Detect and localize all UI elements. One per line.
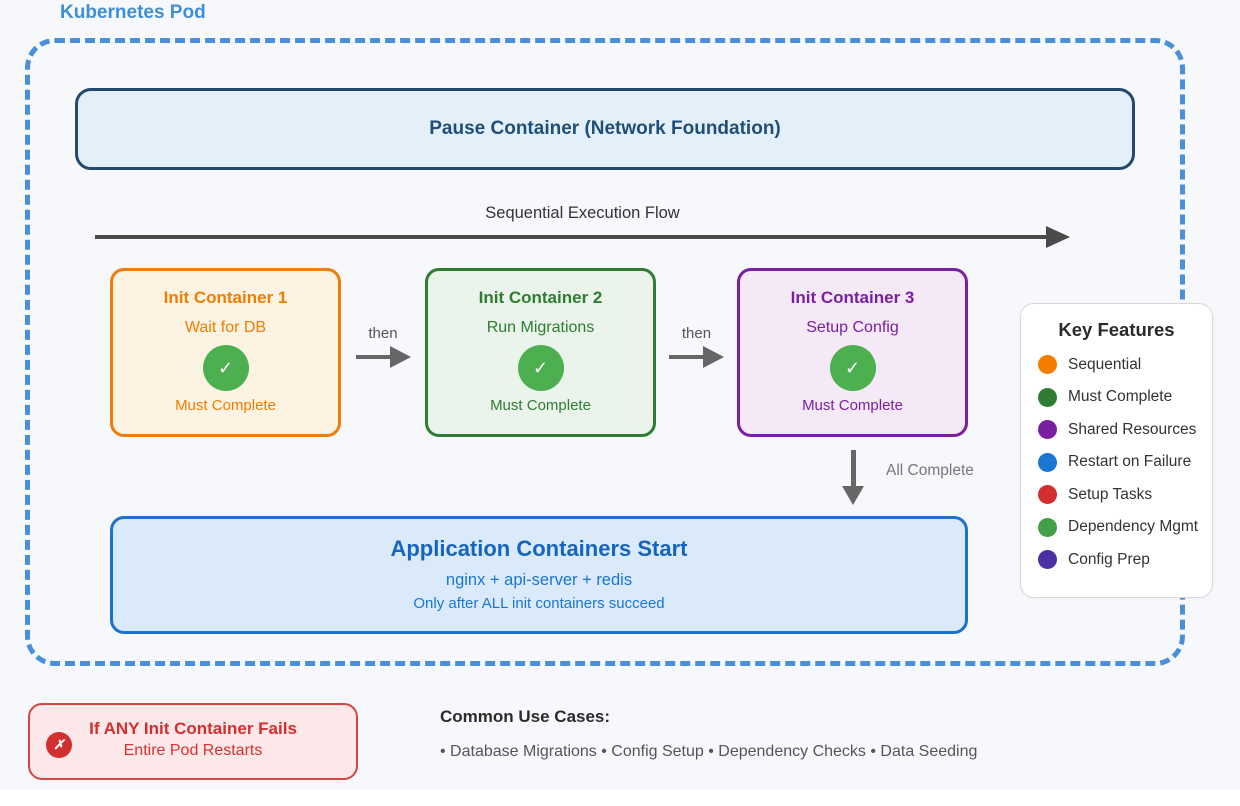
- legend-dot-icon: [1038, 485, 1057, 504]
- check-icon: ✓: [829, 345, 876, 391]
- init-container-3-box: Init Container 3 Setup Config ✓ Must Com…: [737, 268, 968, 437]
- legend-item: Dependency Mgmt: [1038, 517, 1212, 537]
- use-cases-list: • Database Migrations • Config Setup • D…: [440, 743, 978, 760]
- init-container-1-box: Init Container 1 Wait for DB ✓ Must Comp…: [110, 268, 341, 437]
- init-container-1-task: Wait for DB: [184, 319, 267, 336]
- legend-dot-icon: [1038, 355, 1057, 374]
- then-arrow-icon: [341, 346, 425, 368]
- arrow-line: [95, 235, 1046, 239]
- init-container-3-task: Setup Config: [806, 319, 899, 336]
- legend-item: Restart on Failure: [1038, 452, 1212, 472]
- common-use-cases: Common Use Cases: • Database Migrations …: [440, 707, 977, 761]
- legend-item-label: Dependency Mgmt: [1068, 518, 1199, 535]
- failure-subtitle: Entire Pod Restarts: [123, 742, 263, 759]
- check-icon: ✓: [517, 345, 564, 391]
- sequential-flow-arrow: [95, 226, 1070, 248]
- then-arrow-icon: [656, 346, 737, 368]
- init-container-3-title: Init Container 3: [790, 288, 915, 307]
- application-containers-title: Application Containers Start: [390, 536, 688, 561]
- then-label: then: [681, 325, 712, 342]
- key-features-legend: Key Features Sequential Must Complete Sh…: [1020, 303, 1213, 598]
- application-containers-note: Only after ALL init containers succeed: [413, 595, 665, 612]
- legend-item-label: Setup Tasks: [1068, 485, 1153, 503]
- legend-dot-icon: [1038, 550, 1057, 569]
- legend-dot-icon: [1038, 387, 1057, 407]
- pause-container-label: Pause Container (Network Foundation): [429, 118, 781, 139]
- application-containers-subtitle: nginx + api-server + redis: [445, 571, 633, 589]
- legend-item: Shared Resources: [1038, 420, 1212, 439]
- use-cases-title: Common Use Cases:: [440, 707, 611, 726]
- then-connector-2: then: [656, 325, 737, 368]
- init-container-3-status: Must Complete: [802, 397, 903, 414]
- check-icon: ✓: [202, 345, 249, 391]
- legend-item: Sequential: [1038, 355, 1212, 374]
- failure-title: If ANY Init Container Fails: [89, 719, 297, 738]
- legend-item-label: Config Prep: [1068, 550, 1150, 568]
- legend-dot-icon: [1038, 420, 1057, 439]
- init-container-1-title: Init Container 1: [163, 288, 288, 307]
- init-container-2-task: Run Migrations: [486, 319, 595, 336]
- pause-container-box: Pause Container (Network Foundation): [75, 88, 1135, 170]
- application-containers-box: Application Containers Start nginx + api…: [110, 516, 968, 634]
- init-container-1-status: Must Complete: [175, 397, 276, 414]
- arrow-head-icon: [1046, 226, 1070, 248]
- all-complete-label: All Complete: [886, 462, 974, 479]
- legend-dot-icon: [1038, 517, 1057, 537]
- legend-dot-icon: [1038, 452, 1057, 472]
- legend-item: Must Complete: [1038, 387, 1212, 407]
- sequential-flow-label: Sequential Execution Flow: [485, 204, 680, 222]
- legend-item-label: Restart on Failure: [1068, 453, 1192, 470]
- all-complete-arrow-icon: [842, 450, 864, 505]
- init-container-2-box: Init Container 2 Run Migrations ✓ Must C…: [425, 268, 656, 437]
- footer-strip: [0, 790, 1240, 806]
- legend-item-label: Shared Resources: [1068, 420, 1197, 438]
- legend-item: Setup Tasks: [1038, 485, 1212, 504]
- failure-warning-box: ✗ If ANY Init Container Fails Entire Pod…: [28, 703, 358, 780]
- pod-title: Kubernetes Pod: [60, 2, 206, 23]
- legend-item-label: Must Complete: [1068, 388, 1173, 405]
- legend-title: Key Features: [1058, 319, 1175, 340]
- then-label: then: [368, 325, 398, 342]
- legend-item: Config Prep: [1038, 550, 1212, 569]
- x-icon: ✗: [46, 732, 72, 758]
- legend-items: Sequential Must Complete Shared Resource…: [1021, 355, 1212, 569]
- init-container-2-status: Must Complete: [490, 397, 591, 414]
- legend-item-label: Sequential: [1068, 355, 1142, 373]
- init-container-2-title: Init Container 2: [478, 288, 603, 307]
- then-connector-1: then: [341, 325, 425, 368]
